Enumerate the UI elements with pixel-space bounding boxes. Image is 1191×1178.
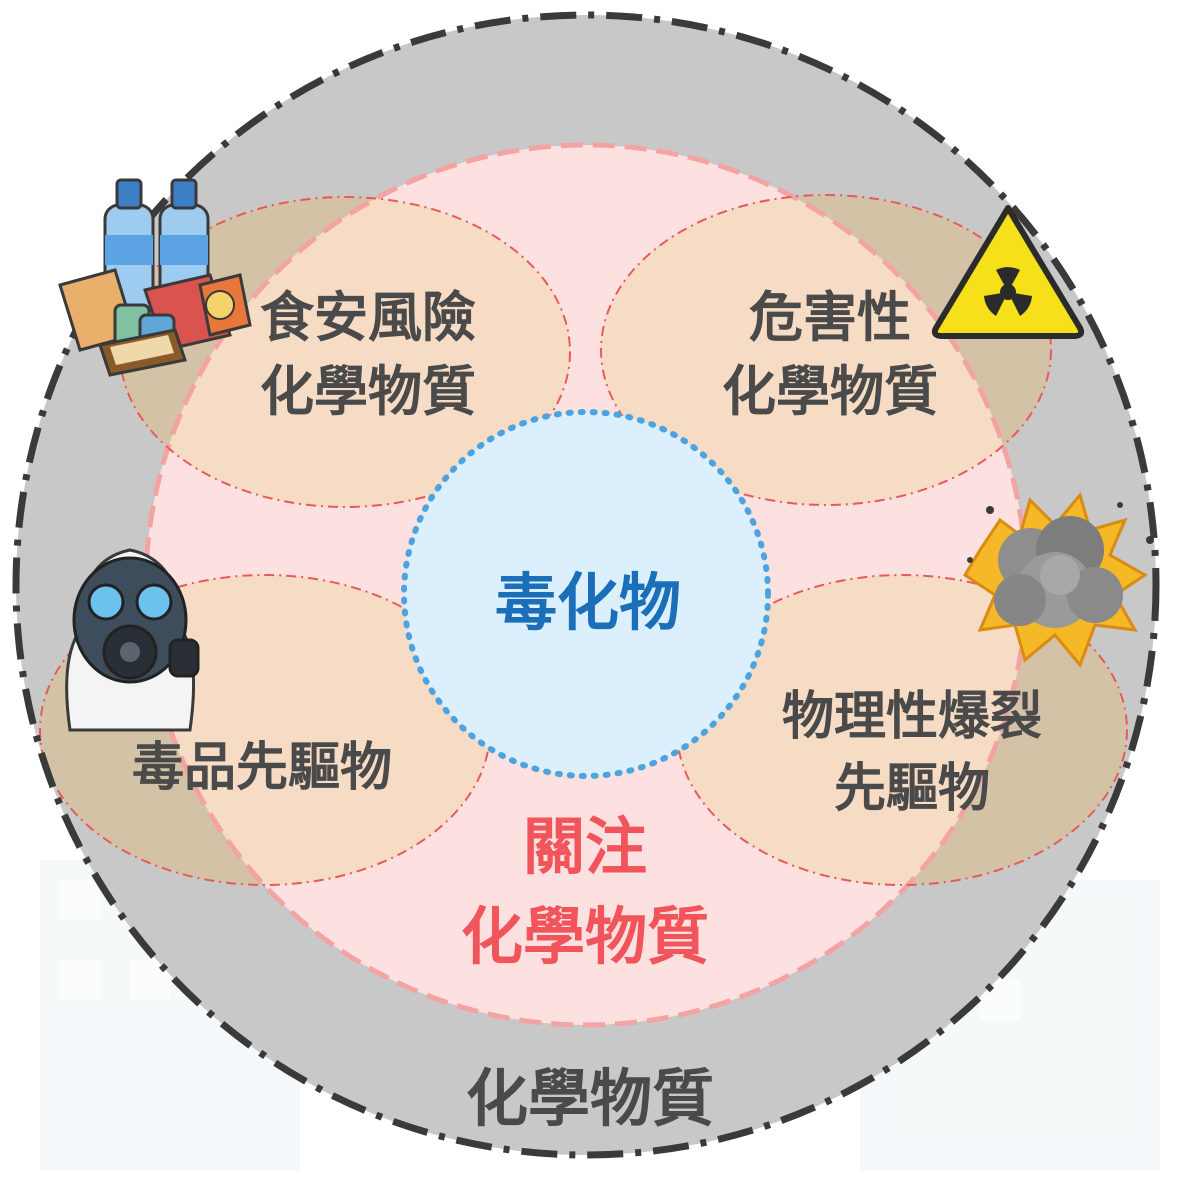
food-safety-label-line1: 食安風險 [260, 286, 476, 349]
toxic-chemicals-circle [404, 412, 768, 776]
hazard-label-line1: 危害性 [749, 286, 911, 349]
explosion-icon [962, 491, 1154, 668]
drug-precursor-label: 毒品先驅物 [132, 738, 392, 798]
gas-mask-icon [65, 548, 200, 732]
outer-circle-border [12, 11, 1160, 1159]
radiation-warning-icon [931, 205, 1085, 339]
hazard-label-line2: 化學物質 [722, 360, 938, 423]
food-safety-label-line2: 化學物質 [260, 360, 476, 423]
water-bottles-food-icon [58, 178, 252, 377]
toxic-circle-border [401, 409, 771, 779]
concern-chemicals-label-line1: 關注 [523, 810, 647, 883]
explosive-precursor-label-line2: 先驅物 [834, 759, 990, 819]
concern-chemicals-label-line2: 化學物質 [461, 900, 709, 973]
chemicals-label: 化學物質 [466, 1062, 714, 1135]
explosive-precursor-label-line1: 物理性爆裂 [782, 687, 1042, 747]
hazard-ellipse [600, 194, 1052, 506]
toxic-chemicals-label: 毒化物 [495, 566, 681, 639]
